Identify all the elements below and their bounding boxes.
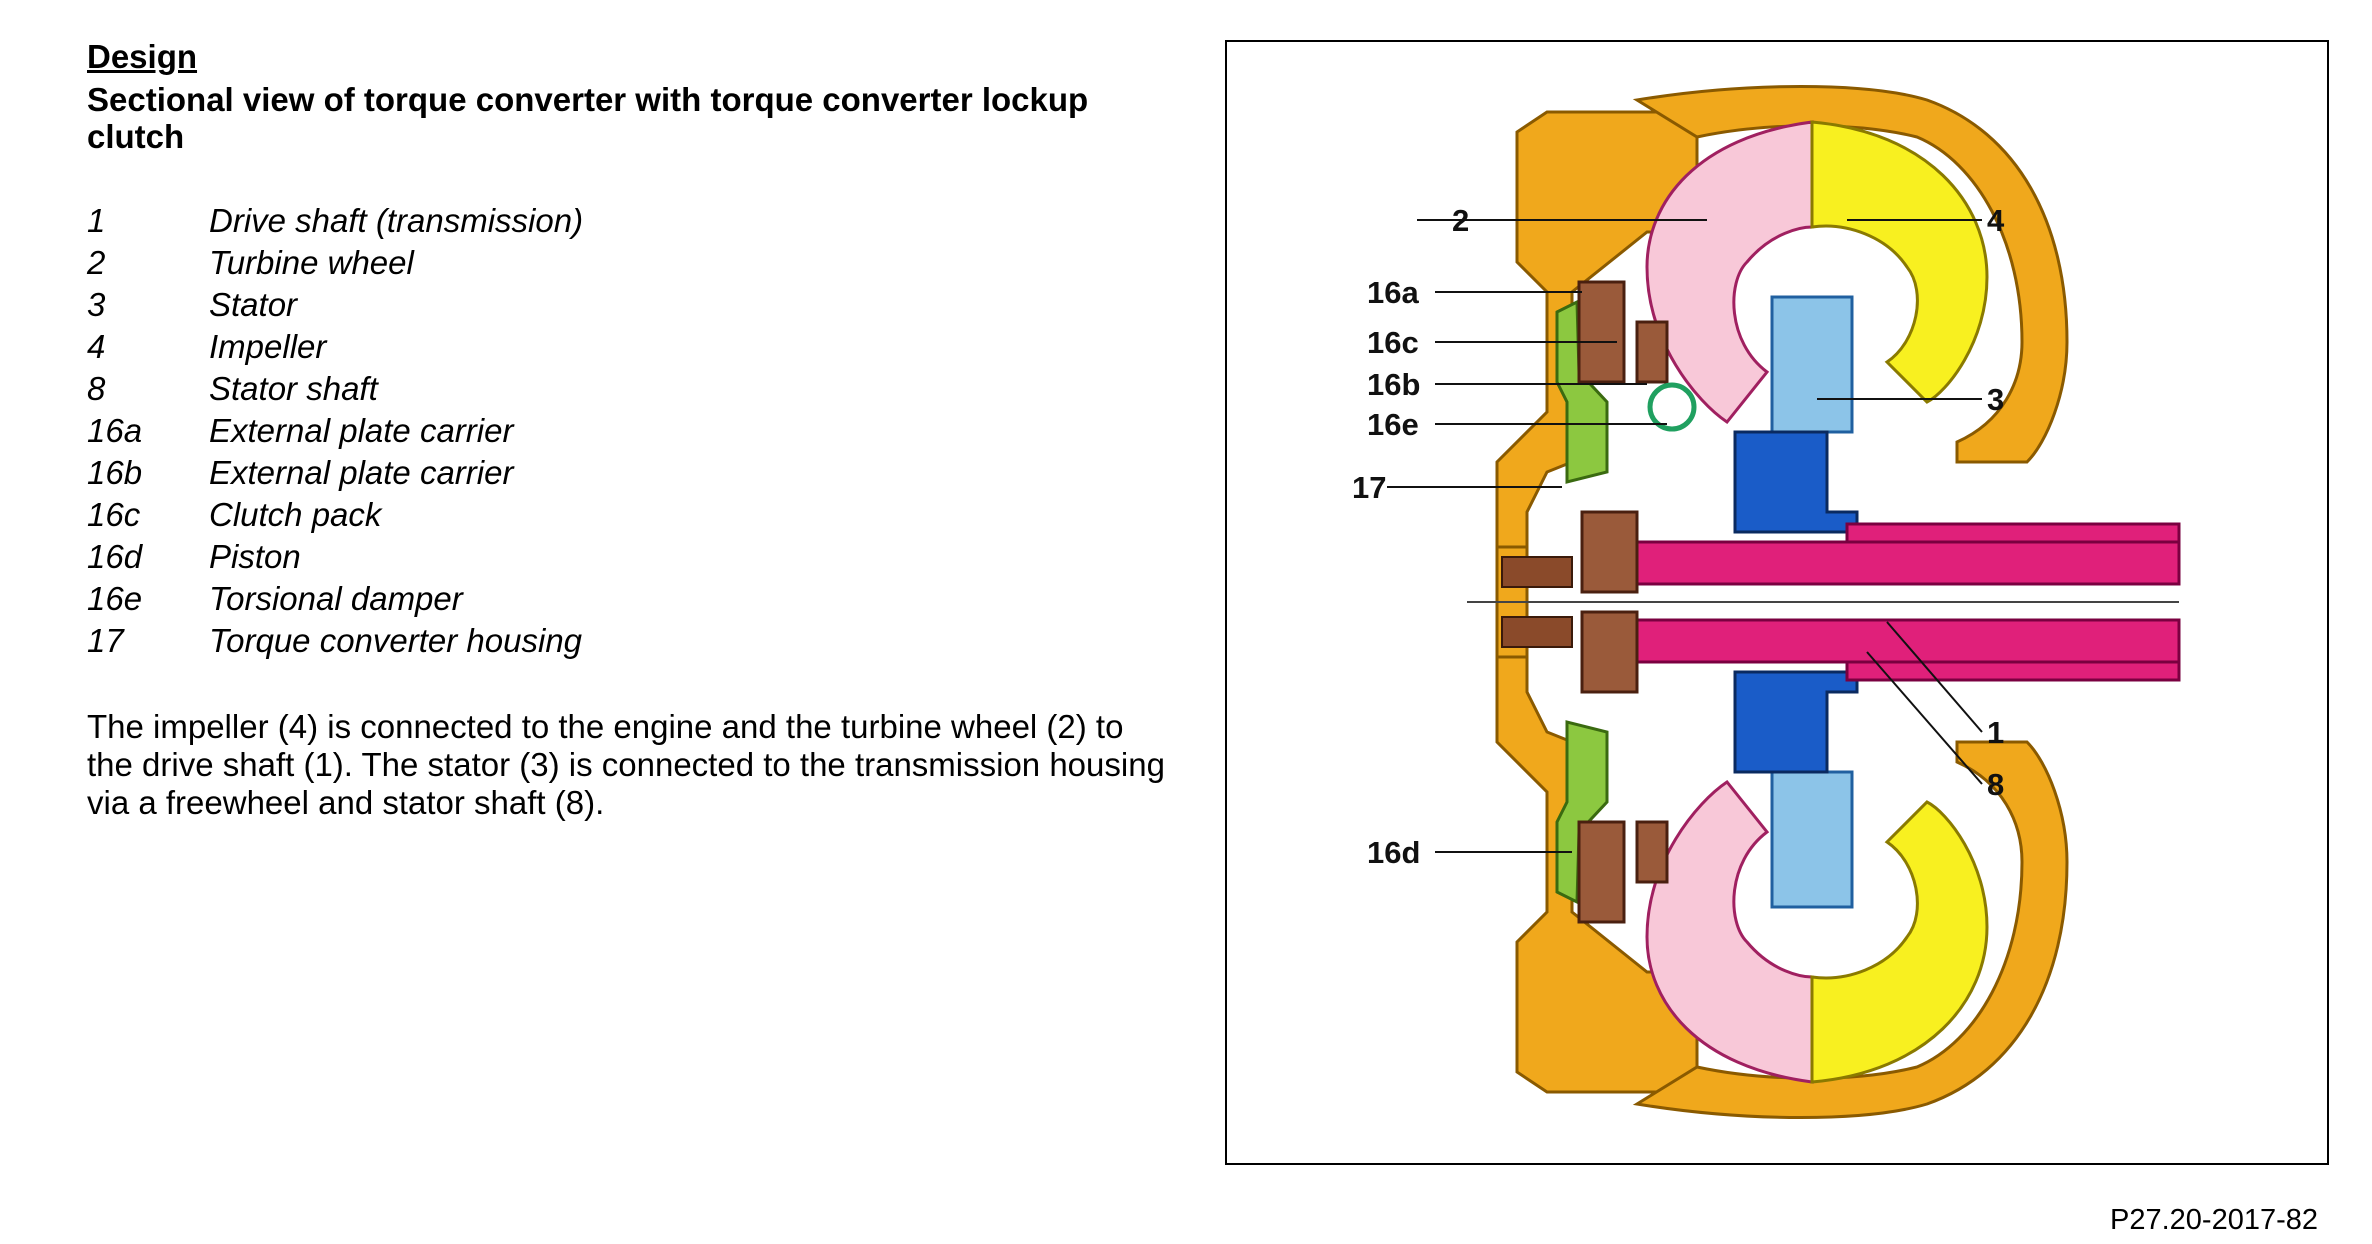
legend-number: 16c bbox=[87, 496, 141, 533]
clutch-pack bbox=[1577, 280, 1669, 924]
legend-text: Torque converter housing bbox=[209, 622, 583, 659]
torque-converter-diagram: 2 4 16a 16c 16b 16e 3 17 1 8 16d bbox=[1352, 85, 2181, 1119]
legend-number: 8 bbox=[87, 370, 106, 407]
legend-number: 17 bbox=[87, 622, 124, 659]
legend-item: 8 Stator shaft bbox=[87, 370, 1187, 412]
legend-text: Stator shaft bbox=[209, 370, 378, 407]
description-paragraph: The impeller (4) is connected to the eng… bbox=[87, 708, 1165, 821]
legend-number: 16e bbox=[87, 580, 143, 617]
legend-item: 16e Torsional damper bbox=[87, 580, 1187, 622]
page-title: Sectional view of torque converter with … bbox=[87, 81, 1089, 155]
section-heading: Design bbox=[87, 38, 198, 75]
figure-code: P27.20-2017-82 bbox=[2110, 1204, 2318, 1236]
turbine-wheel-section bbox=[1645, 120, 1814, 1084]
figure-frame: 2 4 16a 16c 16b 16e 3 17 1 8 16d bbox=[1225, 40, 2329, 1165]
callout-16d: 16d bbox=[1367, 835, 1420, 870]
legend-item: 16b External plate carrier bbox=[87, 454, 1187, 496]
callout-16e: 16e bbox=[1367, 407, 1419, 442]
legend-number: 3 bbox=[87, 286, 106, 323]
callout-4: 4 bbox=[1987, 203, 2005, 238]
legend-item: 4 Impeller bbox=[87, 328, 1187, 370]
callout-16b: 16b bbox=[1367, 367, 1420, 402]
piston-section bbox=[1555, 299, 1609, 905]
legend-item: 3 Stator bbox=[87, 286, 1187, 328]
legend-item: 2 Turbine wheel bbox=[87, 244, 1187, 286]
legend-text: External plate carrier bbox=[209, 412, 514, 449]
impeller-section bbox=[1810, 120, 1989, 1084]
legend-number: 16a bbox=[87, 412, 143, 449]
legend-number: 1 bbox=[87, 202, 106, 239]
legend-number: 16d bbox=[87, 538, 143, 575]
legend-item: 16c Clutch pack bbox=[87, 496, 1187, 538]
legend-text: Piston bbox=[209, 538, 301, 575]
callout-3: 3 bbox=[1987, 382, 2004, 417]
legend-item: 16a External plate carrier bbox=[87, 412, 1187, 454]
legend-text: Torsional damper bbox=[209, 580, 463, 617]
legend-list: 1 Drive shaft (transmission) 2 Turbine whe… bbox=[87, 202, 1187, 664]
callout-8: 8 bbox=[1987, 767, 2004, 802]
legend-text: Drive shaft (transmission) bbox=[209, 202, 584, 239]
shaft-stub bbox=[1501, 556, 1573, 648]
legend-text: Clutch pack bbox=[209, 496, 382, 533]
legend-text: External plate carrier bbox=[209, 454, 514, 491]
legend-text: Turbine wheel bbox=[209, 244, 414, 281]
legend-item: 16d Piston bbox=[87, 538, 1187, 580]
legend-text: Stator bbox=[209, 286, 298, 323]
legend-number: 16b bbox=[87, 454, 143, 491]
converter-housing bbox=[1495, 85, 2069, 1119]
legend-number: 4 bbox=[87, 328, 106, 365]
callout-16a: 16a bbox=[1367, 275, 1419, 310]
callout-1: 1 bbox=[1987, 715, 2004, 750]
callout-17: 17 bbox=[1352, 470, 1386, 505]
legend-text: Impeller bbox=[209, 328, 327, 365]
legend-number: 2 bbox=[87, 244, 106, 281]
callout-16c: 16c bbox=[1367, 325, 1419, 360]
callout-2: 2 bbox=[1452, 203, 1469, 238]
legend-item: 1 Drive shaft (transmission) bbox=[87, 202, 1187, 244]
drive-shaft bbox=[1605, 522, 2181, 682]
stator-hub bbox=[1733, 430, 1859, 774]
callout-leaders bbox=[1387, 219, 1983, 853]
torsional-damper-spring bbox=[1647, 382, 1697, 432]
legend-item: 17 Torque converter housing bbox=[87, 622, 1187, 664]
